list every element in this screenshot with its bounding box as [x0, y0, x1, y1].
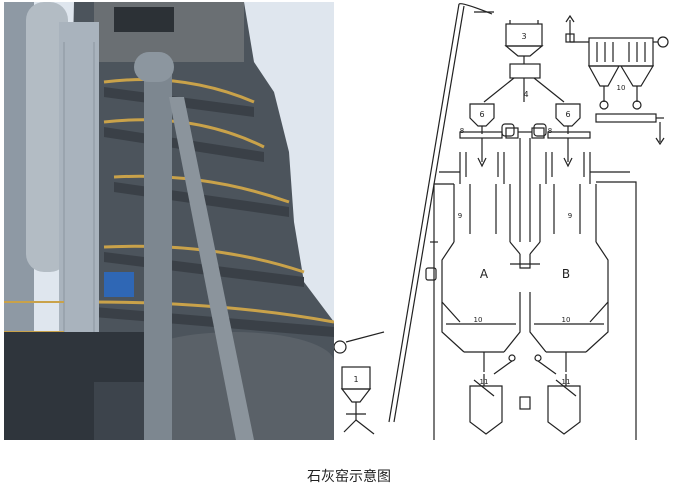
label-shaft-b: B	[562, 267, 570, 281]
kiln-photo-illustration	[4, 2, 334, 440]
figure-caption: 石灰窑示意图	[307, 469, 391, 485]
label-3: 3	[521, 32, 526, 41]
top-hopper-3	[504, 20, 544, 79]
label-10-top: 10	[617, 84, 626, 92]
cooling-zone-left	[441, 292, 521, 353]
label-1: 1	[353, 375, 358, 384]
label-shaft-a: A	[480, 267, 489, 281]
tower-top-window	[114, 7, 174, 32]
label-10-right: 10	[562, 316, 571, 324]
shaft-a	[441, 138, 521, 323]
label-10-left: 10	[474, 316, 483, 324]
inclined-conveyor	[169, 97, 254, 440]
shaft-connector	[510, 254, 540, 269]
label-11-right: 11	[562, 378, 571, 386]
label-6-left: 6	[479, 110, 484, 119]
label-8-left: 8	[460, 127, 464, 135]
bin-6-left	[469, 103, 495, 134]
feeder-8-left	[459, 123, 515, 139]
kiln-schematic-svg: 1 3 4 6 6	[333, 3, 669, 440]
bin-6-right	[555, 103, 581, 134]
dust-collector-10	[565, 14, 669, 146]
crossover-ducts	[505, 127, 545, 242]
label-4: 4	[523, 90, 528, 99]
center-valve-box	[519, 396, 531, 410]
label-9-left: 9	[458, 212, 462, 220]
distributor-4	[483, 77, 565, 103]
left-large-pipe	[26, 2, 68, 272]
inclined-hoist	[333, 3, 494, 423]
label-6-right: 6	[565, 110, 570, 119]
label-9-right: 9	[568, 212, 572, 220]
feeder-8-right	[533, 123, 591, 139]
right-gas-pipes	[425, 171, 637, 440]
shaft-b	[529, 138, 609, 323]
blue-equipment	[104, 272, 134, 297]
label-8-right: 8	[548, 127, 552, 135]
kiln-schematic: 1 3 4 6 6	[333, 2, 694, 440]
product-silo-left	[469, 374, 503, 435]
kiln-photo	[4, 2, 334, 440]
product-silo-right	[547, 374, 581, 435]
discharge-valves	[483, 352, 567, 375]
middle-vertical-pipe	[144, 62, 172, 440]
label-11-left: 11	[480, 378, 489, 386]
feed-hopper-1	[340, 366, 375, 435]
